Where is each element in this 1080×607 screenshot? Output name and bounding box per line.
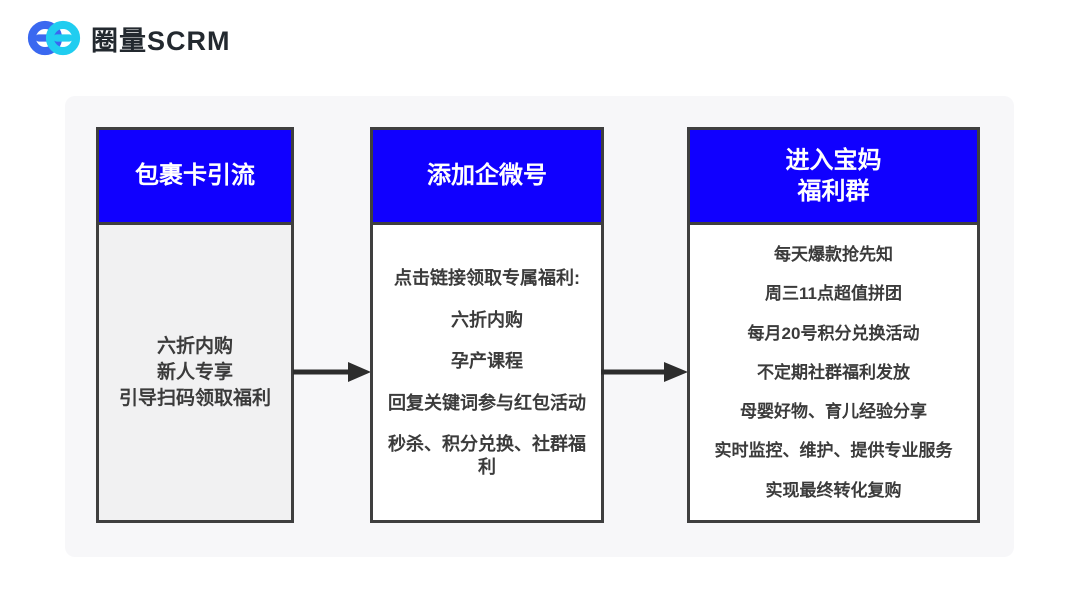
step3-header-line: 进入宝妈 (785, 146, 882, 174)
step2-body-line: 六折内购 (451, 309, 523, 330)
step1-header-line: 包裹卡引流 (135, 162, 255, 190)
flow-panel: 包裹卡引流 六折内购 新人专享 引导扫码领取福利 添加企微号 点击链接领取专属福… (65, 96, 1014, 557)
step3-header: 进入宝妈 福利群 (690, 130, 977, 225)
arrow-right-icon (601, 360, 688, 384)
step1-header: 包裹卡引流 (99, 130, 291, 225)
flow-step-join-group: 进入宝妈 福利群 每天爆款抢先知 周三11点超值拼团 每月20号积分兑换活动 不… (687, 127, 980, 523)
step3-body-line: 不定期社群福利发放 (757, 362, 910, 382)
step3-header-line: 福利群 (797, 178, 870, 205)
step3-body-line: 周三11点超值拼团 (765, 284, 902, 304)
logo: 圈量SCRM (27, 16, 231, 60)
flow-step-add-wecom: 添加企微号 点击链接领取专属福利: 六折内购 孕产课程 回复关键词参与红包活动 … (370, 127, 604, 523)
step3-body-line: 每月20号积分兑换活动 (747, 323, 920, 343)
step3-body: 每天爆款抢先知 周三11点超值拼团 每月20号积分兑换活动 不定期社群福利发放 … (690, 225, 977, 520)
step2-body-line: 秒杀、积分兑换、社群福利 (388, 434, 586, 477)
step2-header: 添加企微号 (373, 130, 601, 225)
step2-body-line: 孕产课程 (451, 351, 523, 371)
step2-header-line: 添加企微号 (427, 162, 547, 190)
step1-body-line: 引导扫码领取福利 (118, 388, 271, 410)
step1-body-line: 六折内购 (156, 335, 233, 357)
step2-body: 点击链接领取专属福利: 六折内购 孕产课程 回复关键词参与红包活动 秒杀、积分兑… (373, 225, 601, 520)
step3-body-line: 实时监控、维护、提供专业服务 (714, 441, 953, 461)
flow-step-package-card: 包裹卡引流 六折内购 新人专享 引导扫码领取福利 (96, 127, 294, 523)
step2-body-line: 点击链接领取专属福利: (394, 268, 580, 288)
step2-body-line: 回复关键词参与红包活动 (388, 392, 586, 413)
step1-body: 六折内购 新人专享 引导扫码领取福利 (99, 225, 291, 520)
logo-icon (27, 16, 81, 60)
arrow-right-icon (293, 360, 371, 384)
step3-body-line: 母婴好物、育儿经验分享 (740, 402, 927, 422)
logo-text: 圈量SCRM (91, 25, 231, 56)
step3-body-line: 每天爆款抢先知 (774, 245, 893, 265)
step3-body-line: 实现最终转化复购 (765, 480, 902, 500)
step1-body-line: 新人专享 (156, 361, 233, 383)
